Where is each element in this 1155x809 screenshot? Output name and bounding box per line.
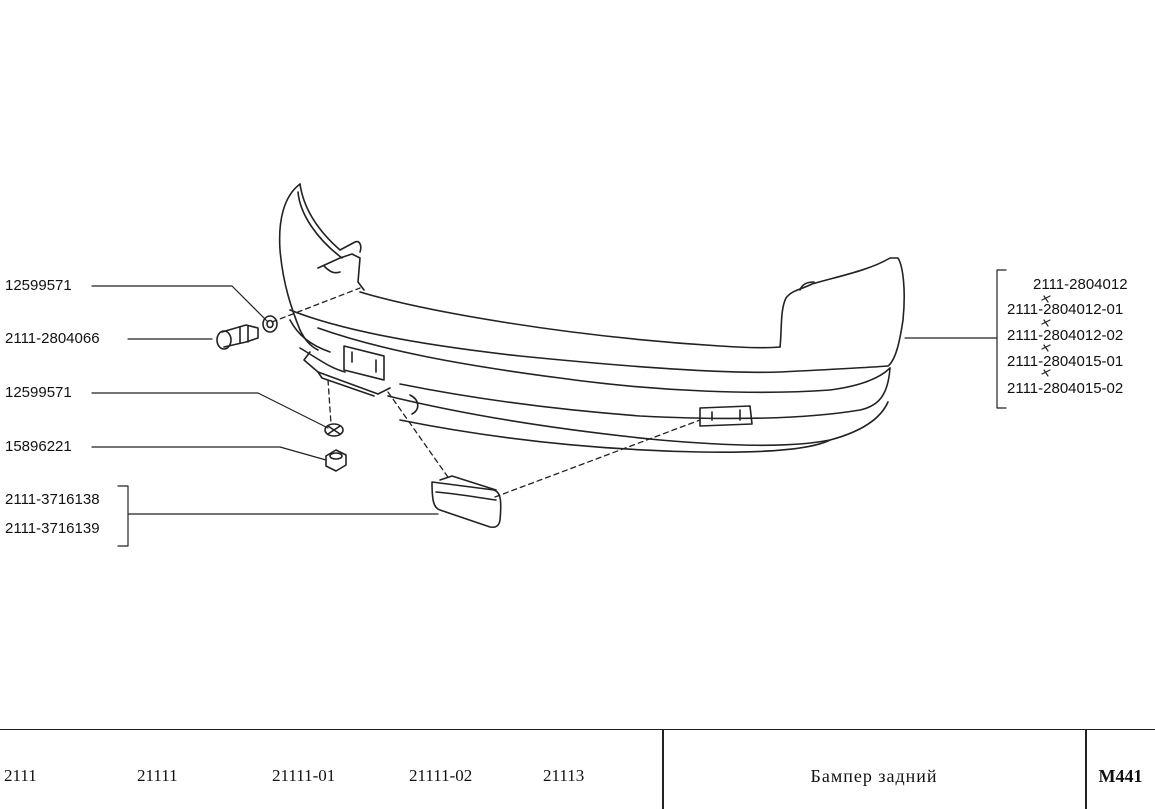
page-code: М441 (1098, 766, 1143, 786)
label-bolt: 2111-2804066 (5, 330, 100, 347)
nut (325, 449, 347, 472)
model-code: 21111 (137, 766, 178, 785)
label-washer-top: 12599571 (5, 277, 72, 294)
footer-divider (1085, 730, 1087, 809)
model-code: 21111-02 (409, 766, 473, 785)
label-bumper-variant: 2111-2804015-02 (1007, 380, 1124, 397)
bolt (216, 324, 259, 350)
rear-bumper (278, 183, 905, 453)
model-code: 2111 (4, 766, 37, 785)
label-reflector-left: 2111-3716138 (5, 491, 100, 508)
model-code: 21111-01 (272, 766, 336, 785)
washer-top (262, 315, 278, 333)
label-washer-bottom: 12599571 (5, 384, 72, 401)
leaders (91, 269, 1007, 547)
assembly-dashes (271, 287, 701, 498)
label-nut: 15896221 (5, 438, 72, 455)
label-bumper-variant: 2111-2804012 (1033, 276, 1128, 293)
footer-divider (662, 730, 664, 809)
variant-markers (1041, 295, 1051, 377)
label-bumper-variant: 2111-2804012-01 (1007, 301, 1124, 318)
reflector (431, 475, 502, 529)
label-bumper-variant: 2111-2804012-02 (1007, 327, 1124, 344)
label-reflector-right: 2111-3716139 (5, 520, 100, 537)
label-bumper-variant: 2111-2804015-01 (1007, 353, 1124, 370)
model-code: 21113 (543, 766, 585, 785)
washer-bottom (324, 423, 344, 437)
page-title: Бампер задний (810, 766, 938, 786)
footer-bar: 2111 21111 21111-01 21111-02 21113 Бампе… (0, 729, 1155, 809)
